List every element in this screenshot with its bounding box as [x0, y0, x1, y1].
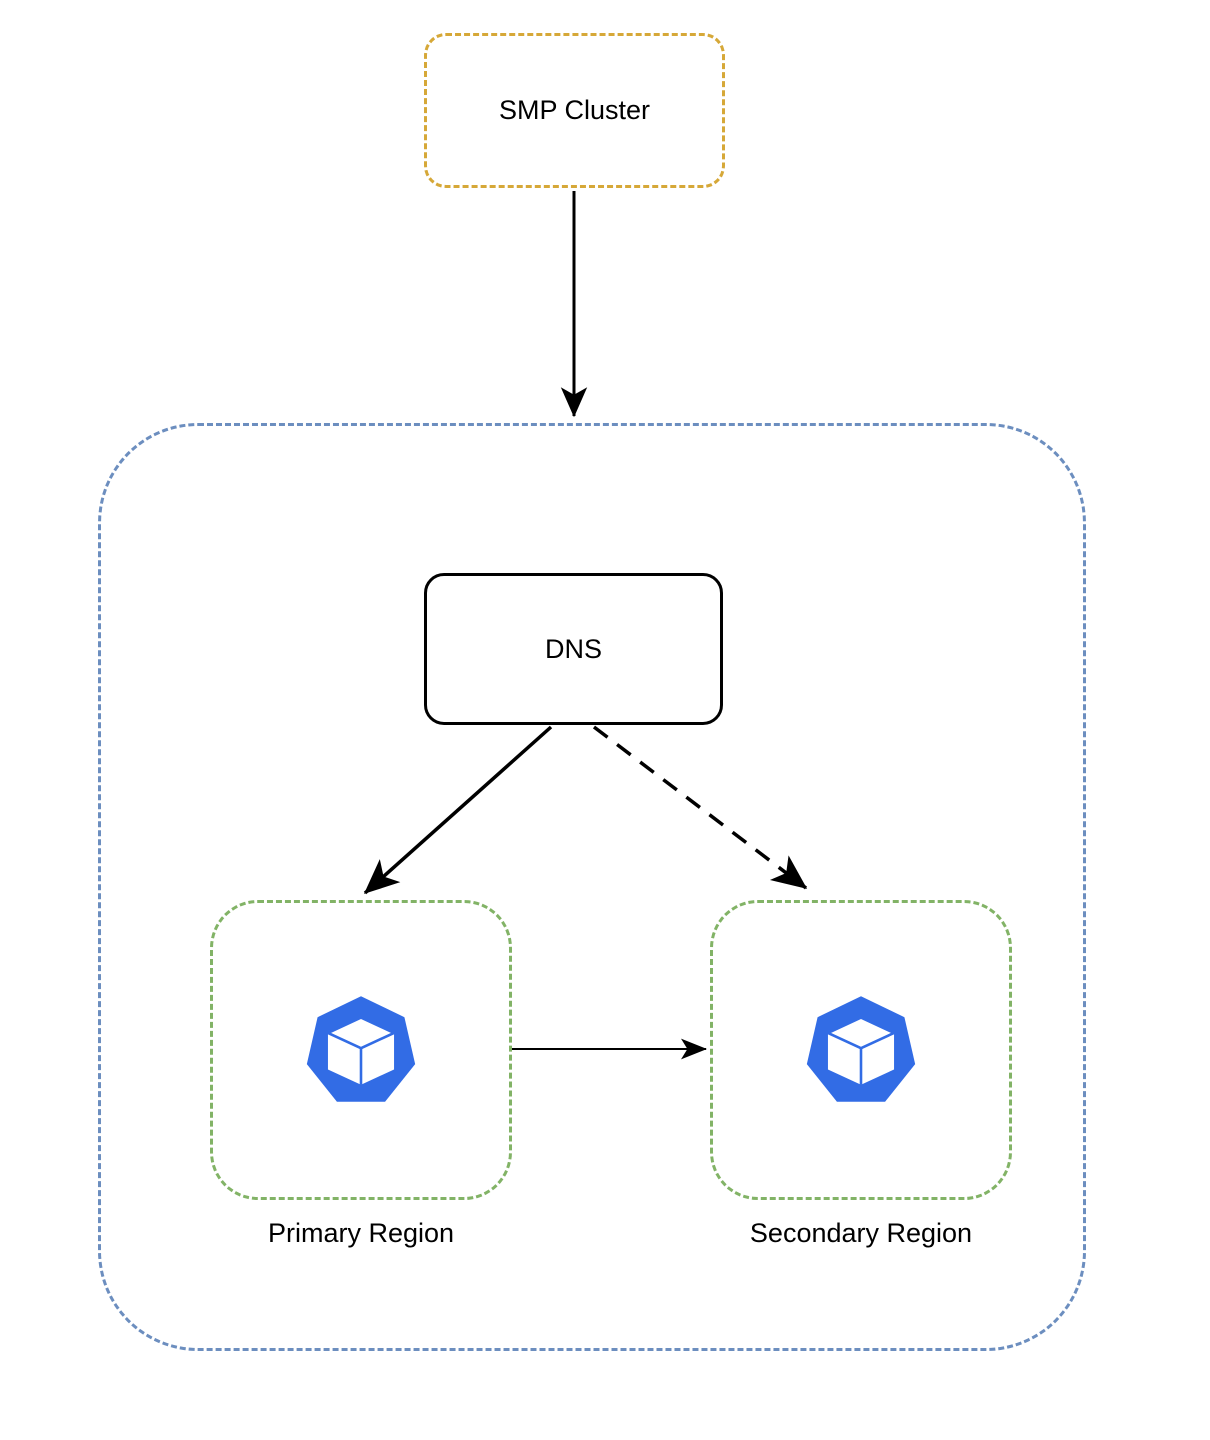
- secondary-region-label: Secondary Region: [749, 1218, 973, 1248]
- cloud-container-box[interactable]: [98, 423, 1086, 1351]
- edge-dns-to-primary: [363, 725, 553, 895]
- kubernetes-icon: [802, 991, 920, 1109]
- secondary-region-box[interactable]: [710, 900, 1012, 1200]
- dns-box[interactable]: DNS: [424, 573, 723, 725]
- smp-cluster-label: SMP Cluster: [498, 95, 651, 126]
- dns-label: DNS: [544, 633, 602, 664]
- primary-region-box[interactable]: [210, 900, 512, 1200]
- edge-dns-to-secondary: [592, 725, 808, 890]
- kubernetes-icon: [302, 991, 420, 1109]
- primary-region-label: Primary Region: [267, 1218, 455, 1248]
- smp-cluster-box[interactable]: SMP Cluster: [424, 33, 725, 188]
